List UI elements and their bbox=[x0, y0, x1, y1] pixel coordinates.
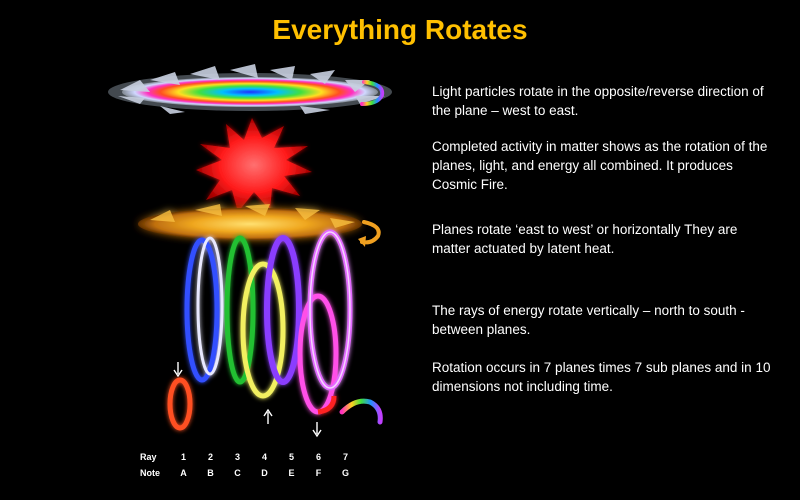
slide-title: Everything Rotates bbox=[272, 14, 528, 45]
ray-ring-4 bbox=[240, 261, 286, 399]
ray-note-table: Ray 1 2 3 4 5 6 7 Note A B C D E F G bbox=[140, 449, 359, 481]
rotation-arrow-orange-icon bbox=[360, 220, 381, 245]
note-letter: D bbox=[261, 468, 268, 478]
note-letter: G bbox=[341, 468, 349, 478]
ray-ring-5 bbox=[264, 235, 302, 385]
note-row: Note A B C D E F G bbox=[140, 465, 359, 481]
note-letter: F bbox=[315, 468, 322, 478]
paragraph-rays-of-energy: The rays of energy rotate vertically – n… bbox=[432, 303, 745, 337]
ray-label: Ray bbox=[140, 452, 157, 462]
ray-rings bbox=[184, 229, 353, 415]
ray-number: 6 bbox=[315, 452, 321, 462]
note-letter: A bbox=[180, 468, 187, 478]
ray-ring-6 bbox=[297, 293, 339, 415]
red-star-icon bbox=[196, 118, 312, 212]
note-letter: C bbox=[234, 468, 241, 478]
down-arrow-icon bbox=[173, 362, 183, 378]
paragraph-rotation-planes: Rotation occurs in 7 planes times 7 sub … bbox=[432, 360, 771, 394]
note-label: Note bbox=[140, 468, 160, 478]
red-ring bbox=[167, 377, 193, 431]
ray-row: Ray 1 2 3 4 5 6 7 bbox=[140, 449, 359, 465]
note-letter: B bbox=[207, 468, 214, 478]
ray-number: 7 bbox=[342, 452, 348, 462]
paragraph-light-particles: Light particles rotate in the opposite/r… bbox=[432, 84, 764, 118]
ray-ring-1 bbox=[184, 237, 220, 383]
rainbow-hook bbox=[339, 398, 383, 425]
ray-number: 4 bbox=[261, 452, 267, 462]
gold-disc-icon bbox=[138, 204, 362, 240]
ray-ring-3 bbox=[224, 235, 256, 385]
ray-number: 5 bbox=[288, 452, 294, 462]
ray-ring-2 bbox=[196, 236, 224, 376]
note-letter: E bbox=[288, 468, 295, 478]
ray-number: 3 bbox=[234, 452, 240, 462]
up-arrow-icon bbox=[263, 408, 273, 424]
down-arrow-icon bbox=[312, 422, 322, 438]
rainbow-disc-icon bbox=[108, 64, 392, 114]
rotation-arrow-rainbow-icon bbox=[360, 80, 385, 106]
paragraph-planes-rotate: Planes rotate ‘east to west’ or horizont… bbox=[432, 222, 738, 256]
ray-number: 1 bbox=[180, 452, 186, 462]
paragraph-completed-activity: Completed activity in matter shows as th… bbox=[432, 139, 768, 192]
ray-number: 2 bbox=[207, 452, 213, 462]
